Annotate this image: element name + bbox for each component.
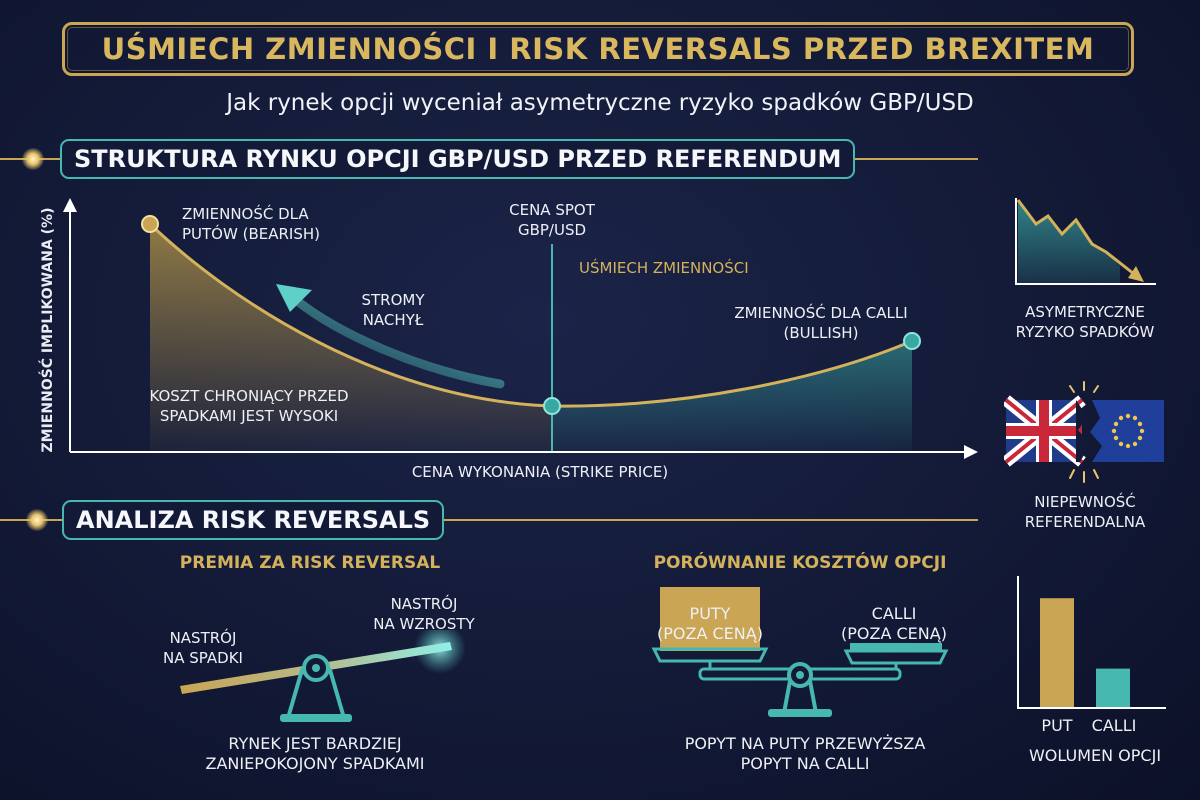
compare-title: PORÓWNANIE KOSZTÓW OPCJI — [653, 553, 947, 573]
calls-label: CALLI(POZA CENĄ) — [841, 604, 947, 643]
sparkle-icon — [26, 509, 48, 531]
steep-slope-arrowhead — [276, 284, 312, 312]
put-vol-point — [141, 215, 159, 233]
x-axis-label: CENA WYKONANIA (STRIKE PRICE) — [411, 463, 669, 481]
volume-cat-put: PUT — [1041, 716, 1073, 735]
volume-bar-calli — [1096, 668, 1130, 707]
section2-divider — [0, 519, 978, 521]
page-subtitle: Jak rynek opcji wyceniał asymetryczne ry… — [226, 90, 974, 116]
balance-scale-icon — [651, 587, 949, 717]
steep-slope-arrow — [291, 295, 505, 389]
section2-heading-text: ANALIZA RISK REVERSALS — [76, 506, 431, 534]
call-vol-point — [903, 332, 921, 350]
premium-title: PREMIA ZA RISK REVERSAL — [179, 553, 441, 573]
declining-chart-icon — [1015, 198, 1156, 285]
spot-point — [543, 397, 561, 415]
uk-eu-flags-icon — [1004, 381, 1164, 483]
seesaw-icon — [180, 630, 466, 722]
x-axis-arrow-icon — [964, 445, 978, 459]
section1-heading-text: STRUKTURA RYNKU OPCJI GBP/USD PRZED REFE… — [74, 145, 842, 173]
volatility-smile-chart: ZMIENNOŚĆ IMPLIKOWANA (%) — [38, 198, 978, 459]
volume-bar-chart — [1017, 576, 1166, 709]
title-banner: UŚMIECH ZMIENNOŚCI I RISK REVERSALS PRZE… — [62, 22, 1134, 76]
volume-cat-calli: CALLI — [1091, 716, 1137, 735]
sparkle-icon — [22, 148, 44, 170]
call-side-fill — [552, 341, 912, 452]
section1-heading: STRUKTURA RYNKU OPCJI GBP/USD PRZED REFE… — [60, 139, 856, 179]
volume-xlabel: WOLUMEN OPCJI — [1028, 746, 1162, 765]
call-vol-label: ZMIENNOŚĆ DLA CALLI(BULLISH) — [734, 304, 908, 342]
put-side-fill — [150, 224, 552, 452]
smile-label: UŚMIECH ZMIENNOŚCI — [579, 259, 749, 277]
section2-heading: ANALIZA RISK REVERSALS — [62, 500, 445, 540]
volume-bar-put — [1040, 598, 1074, 707]
page-title: UŚMIECH ZMIENNOŚCI I RISK REVERSALS PRZE… — [101, 32, 1095, 66]
puts-label: PUTY(POZA CENĄ) — [657, 604, 763, 643]
y-axis-arrow-icon — [63, 198, 77, 212]
y-axis-label: ZMIENNOŚĆ IMPLIKOWANA (%) — [38, 208, 56, 453]
